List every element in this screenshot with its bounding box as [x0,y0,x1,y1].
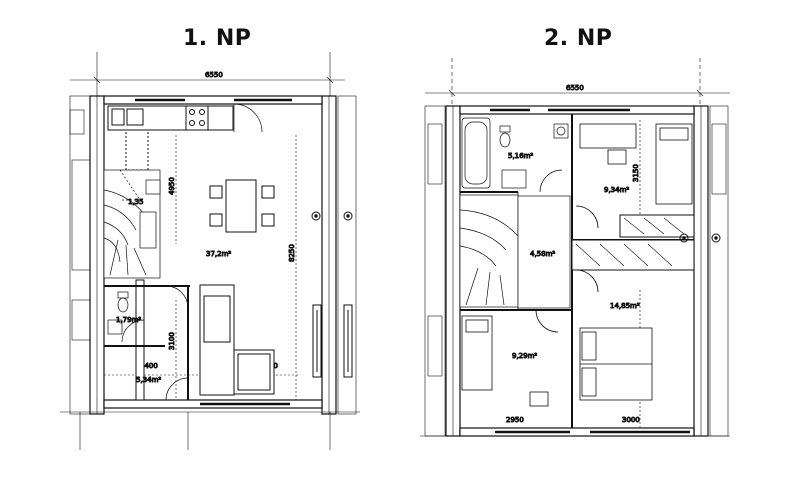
dim-b2-2np: 3000 [622,416,640,424]
dim-top-2np: 6550 [566,84,584,92]
double-bed [575,269,653,401]
dim-h1-2np: 3150 [632,164,640,182]
dining-table-icon [209,179,275,233]
room-area-hall-2np: 4,58m² [530,250,555,258]
room-area-wc-1np: 1,79m² [116,316,141,324]
staircase-2np [459,194,571,309]
wc-1np [107,291,145,343]
room-area-bed3-2np: 9,29m² [512,352,537,360]
bathroom-fixtures [461,117,569,193]
dim-h3-1np: 3100 [168,332,176,350]
plan-title-1np: 1. NP [183,26,252,51]
plan-title-2np: 2. NP [544,26,613,51]
room-area-bed2-2np: 14,85m² [610,302,640,310]
floor-plan-1np: 6550 4950 8250 3100 2400 3550 [60,52,360,450]
room-area-living-1np: 37,2m² [206,250,231,258]
dim-h2-1np: 8250 [288,244,296,262]
dim-top-1np: 6550 [205,71,223,79]
sofa-icon [199,284,275,396]
room-area-stair-1np: 1,35 [128,198,144,206]
floor-plan-2np: 6550 3150 4950 2950 3000 [420,58,730,437]
dim-h1-1np: 4950 [168,177,176,195]
bed-top-right [575,123,693,229]
staircase-1np [103,169,161,279]
walls-1np [60,95,360,450]
room-area-hall-1np: 5,34m² [136,376,161,384]
room-area-bed1-2np: 9,34m² [604,186,629,194]
kitchen-counter [107,105,234,171]
room-area-bath-2np: 5,16m² [508,152,533,160]
dim-b1-1np: 2400 [140,362,158,370]
dim-b1-2np: 2950 [506,416,524,424]
bed-bottom-left [461,309,559,407]
